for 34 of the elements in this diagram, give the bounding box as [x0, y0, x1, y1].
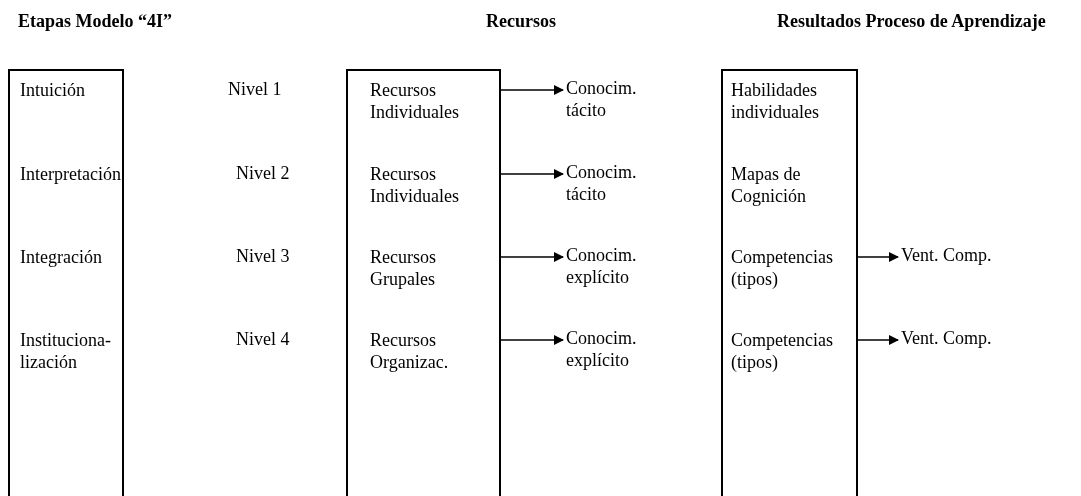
- knowledge-text: Conocim. tácito: [566, 77, 656, 121]
- stage-text: Interpretación: [20, 163, 124, 185]
- heading: Etapas Modelo “4I”: [18, 10, 173, 33]
- column-frame: [8, 69, 124, 496]
- stage-text: Intuición: [20, 79, 124, 101]
- level-text: Nivel 2: [236, 162, 291, 184]
- result-text: Competencias (tipos): [731, 329, 856, 373]
- heading: Recursos: [486, 10, 557, 33]
- result-text: Habilidades individuales: [731, 79, 856, 123]
- knowledge-text: Conocim. explícito: [566, 244, 656, 288]
- arrow: [500, 335, 564, 345]
- arrow: [857, 252, 899, 262]
- resource-text: Recursos Individuales: [370, 163, 498, 207]
- result-text: Competencias (tipos): [731, 246, 856, 290]
- heading: Resultados Proceso de Aprendizaje: [777, 10, 1047, 33]
- resource-text: Recursos Grupales: [370, 246, 498, 290]
- knowledge-text: Conocim. explícito: [566, 327, 656, 371]
- advantage-text: Vent. Comp.: [901, 244, 1021, 266]
- stage-text: Integración: [20, 246, 124, 268]
- column-frame: [721, 69, 858, 496]
- result-text: Mapas de Cognición: [731, 163, 856, 207]
- arrow: [500, 85, 564, 95]
- column-frame: [346, 69, 501, 496]
- arrow: [857, 335, 899, 345]
- advantage-text: Vent. Comp.: [901, 327, 1021, 349]
- level-text: Nivel 3: [236, 245, 291, 267]
- arrow: [500, 169, 564, 179]
- resource-text: Recursos Organizac.: [370, 329, 498, 373]
- level-text: Nivel 4: [236, 328, 291, 350]
- resource-text: Recursos Individuales: [370, 79, 498, 123]
- stage-text: Instituciona- lización: [20, 329, 124, 373]
- level-text: Nivel 1: [228, 78, 283, 100]
- arrow: [500, 252, 564, 262]
- knowledge-text: Conocim. tácito: [566, 161, 656, 205]
